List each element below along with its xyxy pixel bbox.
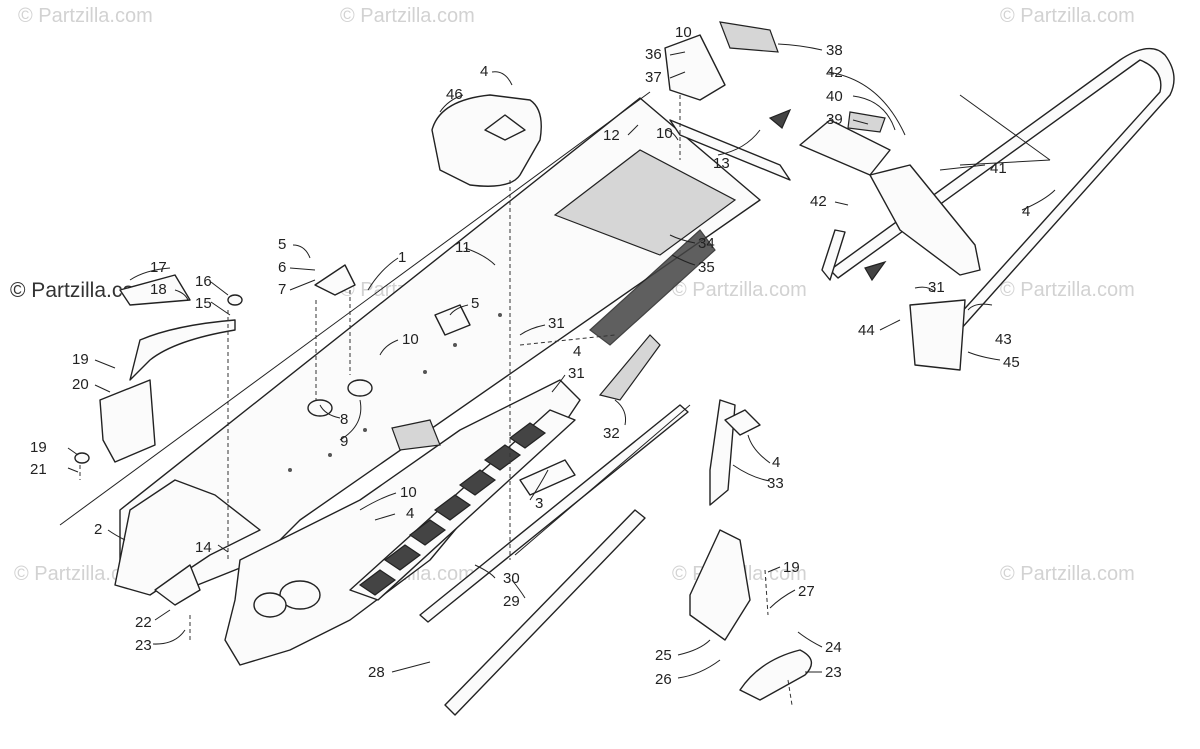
callout-14: 14: [195, 539, 212, 556]
callout-2: 2: [94, 521, 102, 538]
callout-36: 36: [645, 46, 662, 63]
callout-17: 17: [150, 259, 167, 276]
seat-bag: [431, 94, 542, 187]
watermark: © Partzilla.com: [1000, 563, 1135, 585]
callout-4: 4: [406, 505, 414, 522]
callout-19: 19: [72, 351, 89, 368]
rods: [419, 404, 691, 716]
callout-20: 20: [72, 376, 89, 393]
callout-30: 30: [503, 570, 520, 587]
callout-32: 32: [603, 425, 620, 442]
callout-40: 40: [826, 88, 843, 105]
callout-4: 4: [573, 343, 581, 360]
callout-23: 23: [825, 664, 842, 681]
callout-24: 24: [825, 639, 842, 656]
watermark: © Partzilla.com: [340, 5, 475, 27]
callout-44: 44: [858, 322, 875, 339]
callout-27: 27: [798, 583, 815, 600]
callout-3: 3: [535, 495, 543, 512]
callout-41: 41: [990, 160, 1007, 177]
callout-35: 35: [698, 259, 715, 276]
callout-18: 18: [150, 281, 167, 298]
rear-bumper: [829, 47, 1175, 331]
callout-26: 26: [655, 671, 672, 688]
callout-10: 10: [656, 125, 673, 142]
callout-16: 16: [195, 273, 212, 290]
callout-11: 11: [455, 239, 471, 256]
callout-9: 9: [340, 433, 348, 450]
leader-lines: [67, 43, 1056, 679]
callout-12: 12: [603, 127, 620, 144]
callout-5: 5: [471, 295, 479, 312]
callout-13: 13: [713, 155, 730, 172]
top-brackets: [664, 21, 791, 181]
callout-10: 10: [675, 24, 692, 41]
watermark: © Partzilla.com: [14, 563, 149, 585]
callout-23: 23: [135, 637, 152, 654]
callout-42: 42: [826, 64, 843, 81]
callout-1: 1: [398, 249, 406, 266]
callout-25: 25: [655, 647, 672, 664]
callout-6: 6: [278, 259, 286, 276]
running-board: [349, 409, 576, 601]
callouts: 1 2 3 4 4 4 4 4 5 5 6 7 8 9 10 10 10 10 …: [30, 24, 1030, 688]
callout-45: 45: [1003, 354, 1020, 371]
callout-4: 4: [772, 454, 780, 471]
callout-8: 8: [340, 411, 348, 428]
callout-31: 31: [568, 365, 585, 382]
snow-flap: [799, 119, 981, 276]
callout-4: 4: [1022, 203, 1030, 220]
watermark: © Partzilla.com: [18, 5, 153, 27]
callout-43: 43: [995, 331, 1012, 348]
callout-15: 15: [195, 295, 212, 312]
callout-34: 34: [698, 235, 715, 252]
callout-22: 22: [135, 614, 152, 631]
callout-7: 7: [278, 281, 286, 298]
callout-19: 19: [30, 439, 47, 456]
callout-39: 39: [826, 111, 843, 128]
callout-37: 37: [645, 69, 662, 86]
callout-21: 21: [30, 461, 47, 478]
callout-29: 29: [503, 593, 520, 610]
callout-38: 38: [826, 42, 843, 59]
callout-42: 42: [810, 193, 827, 210]
callout-31: 31: [928, 279, 945, 296]
left-side-panel: [114, 379, 581, 666]
callout-4: 4: [480, 63, 488, 80]
callout-46: 46: [446, 86, 463, 103]
assembly-lines: [79, 94, 1051, 706]
callout-33: 33: [767, 475, 784, 492]
watermark: © Partzilla.com: [1000, 5, 1135, 27]
callout-5: 5: [278, 236, 286, 253]
watermark: © Partzilla.com: [672, 279, 807, 301]
callout-28: 28: [368, 664, 385, 681]
callout-19: 19: [783, 559, 800, 576]
callout-10: 10: [400, 484, 417, 501]
callout-31: 31: [548, 315, 565, 332]
callout-10: 10: [402, 331, 419, 348]
watermark-strong: © Partzilla.com: [10, 279, 152, 302]
watermark: © Partzilla.com: [1000, 279, 1135, 301]
